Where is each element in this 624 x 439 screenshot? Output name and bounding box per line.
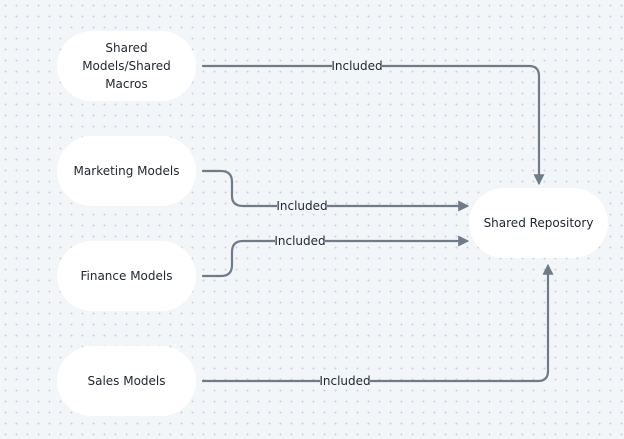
edge-label-bg (320, 373, 370, 389)
edge-label-bg (275, 233, 325, 249)
edges-layer (201, 64, 554, 383)
edge-label-sales: Included (319, 374, 370, 388)
node-label: Shared (105, 41, 147, 55)
edge-label-bg (277, 198, 327, 214)
node-label: Shared Repository (484, 216, 594, 230)
node-label: Marketing Models (74, 164, 180, 178)
node-finance-models[interactable]: Finance Models (57, 241, 196, 311)
nodes-layer: Shared Models/Shared Macros Marketing Mo… (57, 31, 608, 416)
edge-label-finance: Included (274, 234, 325, 248)
edge-label-marketing: Included (276, 199, 327, 213)
node-marketing-models[interactable]: Marketing Models (57, 136, 196, 206)
edge-labels-layer: Included Included Included Included (274, 58, 383, 389)
node-shared-repository[interactable]: Shared Repository (469, 188, 608, 258)
node-label: Finance Models (80, 269, 172, 283)
node-label: Macros (105, 77, 148, 91)
edge-sales-to-repo (201, 263, 554, 383)
node-sales-models[interactable]: Sales Models (57, 346, 196, 416)
edge-label-shared: Included (331, 59, 382, 73)
node-shared-models[interactable]: Shared Models/Shared Macros (57, 31, 196, 101)
edge-shared-to-repo (201, 64, 545, 186)
edge-finance-to-repo (201, 235, 470, 278)
node-label: Sales Models (87, 374, 165, 388)
edge-marketing-to-repo (201, 169, 470, 212)
edge-label-bg (332, 58, 382, 74)
node-label: Models/Shared (82, 59, 171, 73)
